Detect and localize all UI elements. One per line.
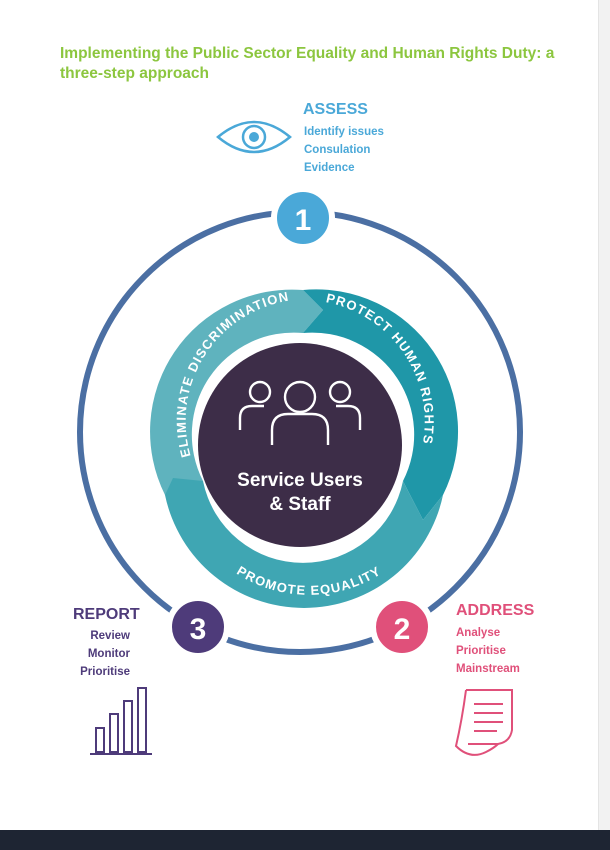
step-2-badge <box>370 595 434 659</box>
step-1-badge <box>271 186 335 250</box>
step-3-number: 3 <box>190 613 207 646</box>
page-title: Implementing the Public Sector Equality … <box>60 45 555 82</box>
address-list: Analyse Prioritise Mainstream <box>456 624 520 678</box>
arrow-protect-human-rights <box>303 289 459 520</box>
people-icon <box>238 380 362 445</box>
report-item: Review <box>90 630 130 642</box>
center-circle <box>198 343 402 547</box>
center-label-line2: & Staff <box>269 494 331 515</box>
assess-item: Identify issues <box>304 126 384 138</box>
assess-heading: ASSESS <box>303 101 368 118</box>
report-list: Review Monitor Prioritise <box>80 627 130 681</box>
assess-list: Identify issues Consulation Evidence <box>304 123 384 177</box>
step-1-number: 1 <box>295 204 312 237</box>
eye-icon <box>216 120 292 154</box>
taskbar <box>0 830 610 850</box>
arrow-eliminate-discrimination <box>150 289 323 495</box>
document-icon <box>454 689 513 756</box>
page-edge <box>598 0 610 850</box>
report-heading: REPORT <box>73 606 140 623</box>
address-item: Mainstream <box>456 663 520 675</box>
page: Implementing the Public Sector Equality … <box>60 45 555 756</box>
cycle-diagram: ELIMINATE DISCRIMINATION PROTECT HUMAN R… <box>77 120 523 756</box>
report-item: Prioritise <box>80 666 130 678</box>
assess-item: Evidence <box>304 162 355 174</box>
arrow-promote-equality <box>165 478 443 608</box>
address-item: Prioritise <box>456 645 506 657</box>
address-heading: ADDRESS <box>456 602 535 619</box>
report-item: Monitor <box>87 648 130 660</box>
step-2-number: 2 <box>394 613 411 646</box>
bar-chart-icon <box>90 687 152 755</box>
center-label-line1: Service Users <box>237 470 363 491</box>
assess-item: Consulation <box>304 144 371 156</box>
step-3-badge <box>166 595 230 659</box>
address-item: Analyse <box>456 627 501 639</box>
